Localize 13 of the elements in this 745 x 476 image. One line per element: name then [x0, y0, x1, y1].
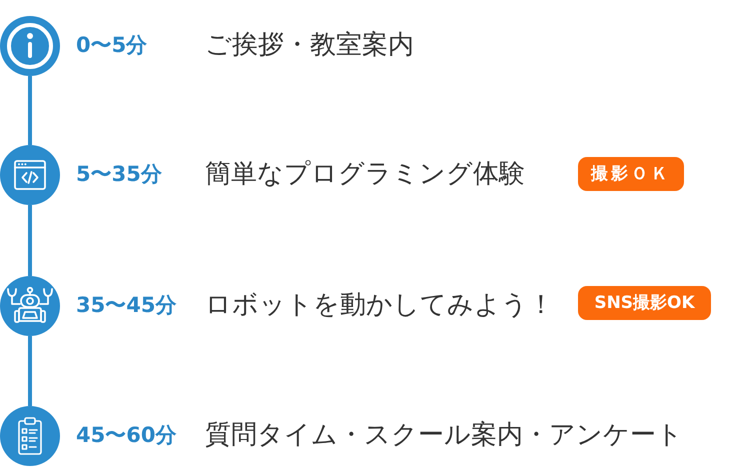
timeline-line	[28, 76, 32, 145]
time-label: 5〜35分	[76, 162, 162, 188]
activity-text: 簡単なプログラミング体験	[205, 159, 525, 191]
time-label: 45〜60分	[76, 423, 176, 449]
timeline-line	[28, 205, 32, 276]
timeline-line	[28, 336, 32, 406]
permission-tag: SNS撮影OK	[578, 286, 711, 320]
time-label: 0〜5分	[76, 33, 148, 59]
permission-tag: 撮影ＯＫ	[578, 157, 684, 191]
activity-text: ご挨拶・教室案内	[205, 30, 414, 62]
activity-text: 質問タイム・スクール案内・アンケート	[205, 420, 683, 452]
activity-text: ロボットを動かしてみよう！	[205, 290, 554, 322]
time-label: 35〜45分	[76, 293, 176, 319]
